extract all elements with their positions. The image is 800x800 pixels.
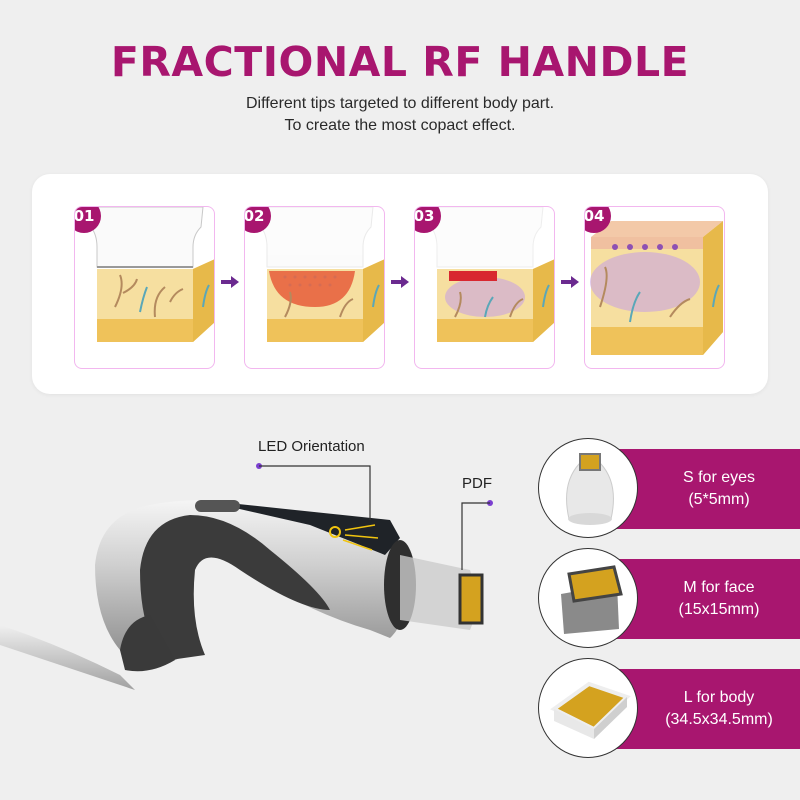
subtitle-line-2: To create the most copact effect.	[284, 117, 516, 134]
tip-size: (34.5x34.5mm)	[665, 711, 773, 728]
tip-size: (15x15mm)	[678, 601, 760, 618]
tip-s-bar: S for eyes (5*5mm)	[598, 449, 800, 529]
tip-name: L for body	[683, 689, 755, 706]
handpiece-image	[0, 463, 493, 690]
step-3-panel: 03	[414, 206, 555, 369]
micro-needle-illustration	[430, 207, 554, 342]
subtitle-line-1: Different tips targeted to different bod…	[245, 95, 555, 112]
small-tip-icon	[538, 438, 638, 538]
pdf-label: PDF	[462, 475, 492, 492]
medium-tip-icon	[538, 548, 638, 648]
large-tip-icon	[538, 658, 638, 758]
skin-handpiece-illustration	[90, 207, 214, 342]
step-4-panel: 04	[584, 206, 725, 369]
treatment-steps-card: 01 02	[32, 174, 768, 394]
tip-size: (5*5mm)	[688, 491, 750, 508]
arrow-right-icon	[561, 276, 579, 288]
tip-s-row: S for eyes (5*5mm)	[538, 438, 800, 538]
tip-name: M for face	[683, 579, 755, 596]
arrow-right-icon	[391, 276, 409, 288]
tip-l-row: L for body (34.5x34.5mm)	[538, 658, 800, 758]
rf-heating-illustration	[260, 207, 384, 342]
tip-name: S for eyes	[682, 469, 756, 486]
tip-m-row: M for face (15x15mm)	[538, 548, 800, 648]
tip-m-bar: M for face (15x15mm)	[598, 559, 800, 639]
skin-regeneration-illustration	[590, 221, 723, 355]
step-2-panel: 02	[244, 206, 385, 369]
page-title: FRACTIONAL RF HANDLE	[110, 38, 690, 86]
rf-handle-illustration: LED Orientation PDF	[0, 420, 540, 720]
page-subtitle: Different tips targeted to different bod…	[0, 93, 800, 137]
arrow-right-icon	[221, 276, 239, 288]
led-orientation-label: LED Orientation	[258, 438, 365, 455]
step-1-panel: 01	[74, 206, 215, 369]
